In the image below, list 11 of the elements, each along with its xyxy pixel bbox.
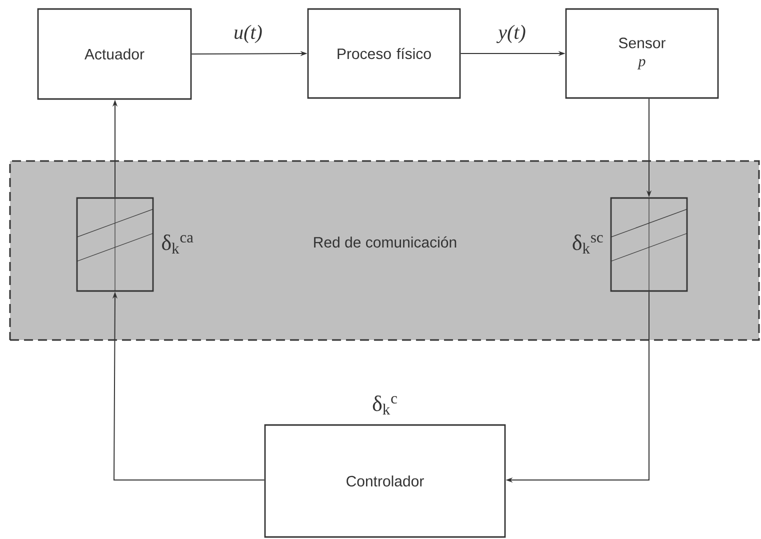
signal-label: y(t): [496, 24, 527, 44]
delay-label: δ$_{k}$ca: [162, 234, 194, 254]
delay-label: δ$_{k}$c: [372, 396, 397, 414]
delay-label: δ$_{k}$sc: [572, 234, 603, 254]
block-box: Actuador: [37, 8, 192, 100]
block-box: Sensor p: [565, 8, 719, 99]
block-box: Controlador: [264, 424, 506, 538]
block-box: Proceso físico: [307, 8, 461, 99]
signal-label: u(t): [232, 24, 264, 44]
delay-box: [610, 197, 688, 292]
delay-box: [76, 197, 154, 292]
